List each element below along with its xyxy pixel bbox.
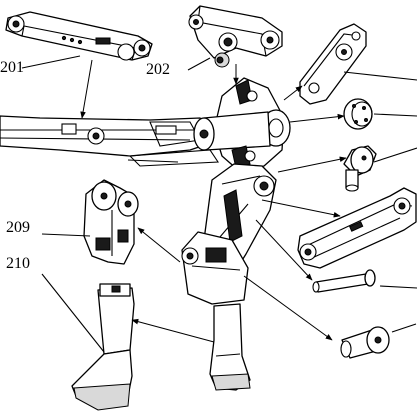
flanged-shaft-part — [343, 145, 377, 192]
lower-leg-shank — [181, 163, 277, 305]
part-202-bracket — [188, 5, 283, 68]
main-horizontal-frame — [0, 115, 219, 167]
label-201: 201 — [0, 59, 24, 76]
part-209-clevis — [83, 179, 139, 265]
bushing-part — [340, 323, 417, 359]
lower-link-arm — [297, 187, 417, 269]
pin-part — [312, 269, 376, 293]
label-202: 202 — [146, 61, 170, 78]
side-plate-part — [299, 23, 367, 105]
round-disk-part — [343, 98, 373, 130]
label-209: 209 — [6, 219, 30, 236]
central-hip-joint — [193, 77, 291, 171]
label-210: 210 — [6, 255, 30, 272]
assembly-arrows — [80, 59, 347, 343]
part-201-upper-arm — [5, 11, 153, 61]
part-210-foot-pad — [71, 283, 135, 411]
central-foot-part — [209, 303, 251, 391]
callouts: 201 202 209 210 — [0, 55, 417, 353]
